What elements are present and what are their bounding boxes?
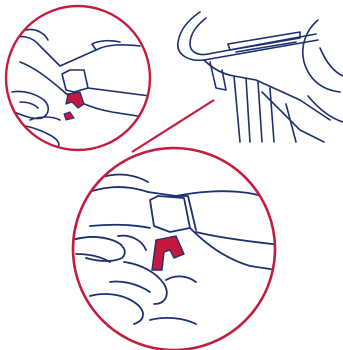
buggy-handle-icon	[178, 12, 343, 142]
release-button-small	[66, 92, 84, 108]
release-button	[152, 236, 184, 270]
detail-circle-large	[72, 148, 290, 350]
detail-circle-small	[6, 6, 150, 150]
